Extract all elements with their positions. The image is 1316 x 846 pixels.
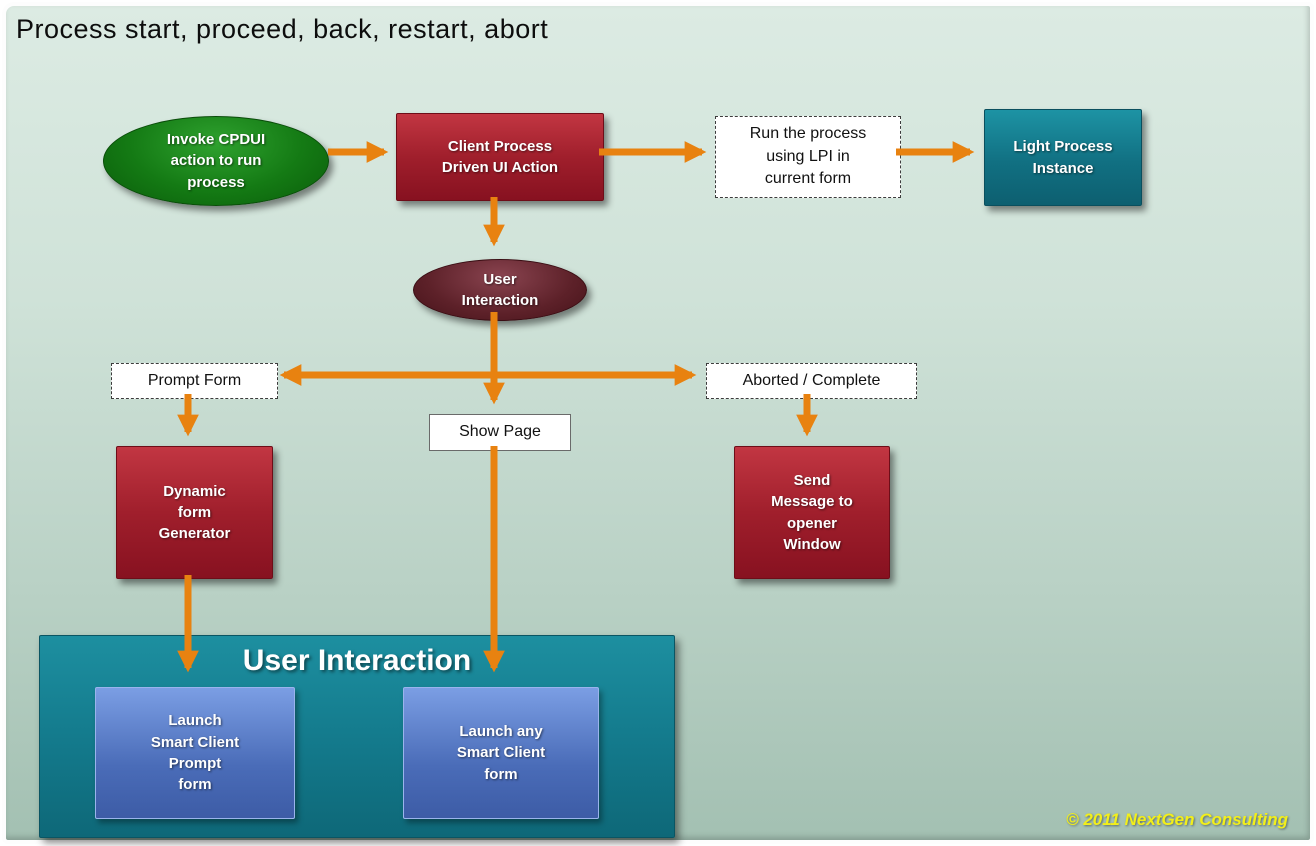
node-launch-smart-client-prompt-form-label: Launch Smart Client Prompt form [150, 712, 240, 794]
node-invoke-cpdui-action: Invoke CPDUI action to run process [103, 116, 329, 206]
user-interaction-container-title: User Interaction [242, 644, 472, 677]
diagram-title: Process start, proceed, back, restart, a… [16, 14, 549, 44]
node-aborted-complete: Aborted / Complete [706, 363, 917, 399]
node-client-process-driven-ui-action: Client Process Driven UI Action [396, 113, 604, 201]
node-dynamic-form-generator-label: Dynamic form Generator [158, 482, 231, 543]
node-client-process-driven-ui-action-label: Client Process Driven UI Action [441, 137, 559, 176]
node-show-page-label: Show Page [459, 423, 541, 441]
user-interaction-container: User Interaction Launch Smart Client Pro… [39, 635, 675, 838]
node-user-interaction-decision-label: User Interaction [461, 270, 539, 309]
node-light-process-instance-label: Light Process Instance [1013, 138, 1113, 177]
node-light-process-instance: Light Process Instance [984, 109, 1142, 206]
node-launch-smart-client-prompt-form: Launch Smart Client Prompt form [95, 687, 295, 819]
node-aborted-complete-label: Aborted / Complete [742, 371, 881, 389]
node-run-process-using-lpi: Run the process using LPI in current for… [715, 116, 901, 198]
node-send-message-to-opener-window: Send Message to opener Window [734, 446, 890, 579]
copyright-text: © 2011 NextGen Consulting [1066, 810, 1288, 829]
node-dynamic-form-generator: Dynamic form Generator [116, 446, 273, 579]
node-run-process-using-lpi-label: Run the process using LPI in current for… [749, 124, 867, 188]
node-prompt-form: Prompt Form [111, 363, 278, 399]
node-invoke-cpdui-action-label: Invoke CPDUI action to run process [166, 131, 266, 191]
node-user-interaction-decision: User Interaction [413, 259, 587, 321]
node-launch-any-smart-client-form: Launch any Smart Client form [403, 687, 599, 819]
node-launch-any-smart-client-form-label: Launch any Smart Client form [456, 723, 546, 783]
node-send-message-to-opener-window-label: Send Message to opener Window [771, 471, 853, 553]
node-show-page: Show Page [429, 414, 571, 451]
node-prompt-form-label: Prompt Form [147, 371, 242, 389]
